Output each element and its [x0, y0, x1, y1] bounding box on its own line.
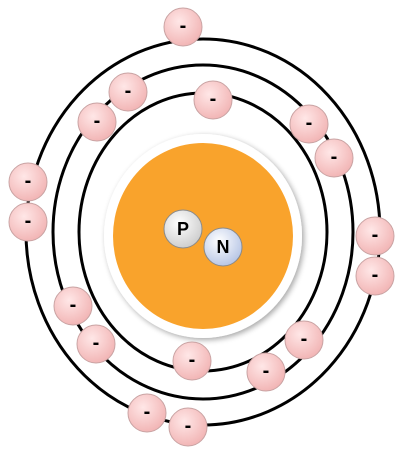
- electron-label: -: [185, 415, 192, 437]
- electron-label: -: [94, 110, 101, 132]
- electron: -: [314, 138, 354, 178]
- electron-label: -: [93, 332, 100, 354]
- electron-label: -: [301, 328, 308, 350]
- electron: -: [355, 216, 395, 256]
- electron-label: -: [25, 210, 32, 232]
- electron-label: -: [25, 170, 32, 192]
- electron: -: [355, 256, 395, 296]
- electron: -: [8, 202, 48, 242]
- proton-circle: [163, 209, 203, 249]
- electron: -: [8, 162, 48, 202]
- electron: -: [246, 352, 286, 392]
- electron-label: -: [144, 401, 151, 423]
- orbit-shell-3: [51, 63, 355, 401]
- electron: -: [53, 286, 93, 326]
- electron: -: [289, 104, 329, 144]
- electron: -: [163, 7, 203, 47]
- electron-label: -: [180, 15, 187, 37]
- electron-label: -: [331, 146, 338, 168]
- neutron-circle: [203, 227, 243, 267]
- electron-label: -: [372, 264, 379, 286]
- electron: -: [127, 393, 167, 433]
- electron: -: [76, 324, 116, 364]
- neutron-label: N: [217, 237, 230, 257]
- nucleus: [104, 134, 302, 338]
- electron: -: [108, 72, 148, 112]
- electron: -: [284, 320, 324, 360]
- nucleus-core: [113, 143, 293, 329]
- electron-label: -: [70, 294, 77, 316]
- electron-label: -: [306, 112, 313, 134]
- electron-label: -: [372, 224, 379, 246]
- electron-label: -: [125, 80, 132, 102]
- electron: -: [172, 341, 212, 381]
- electron-label: -: [210, 88, 217, 110]
- electron: -: [193, 80, 233, 120]
- electron: -: [77, 102, 117, 142]
- proton: P: [163, 209, 203, 249]
- electrons: - - - - - - - - - - - - - - - - -: [8, 7, 395, 447]
- neutron: N: [203, 227, 243, 267]
- proton-label: P: [177, 219, 189, 239]
- electron: -: [168, 407, 208, 447]
- electron-label: -: [263, 360, 270, 382]
- electron-label: -: [189, 349, 196, 371]
